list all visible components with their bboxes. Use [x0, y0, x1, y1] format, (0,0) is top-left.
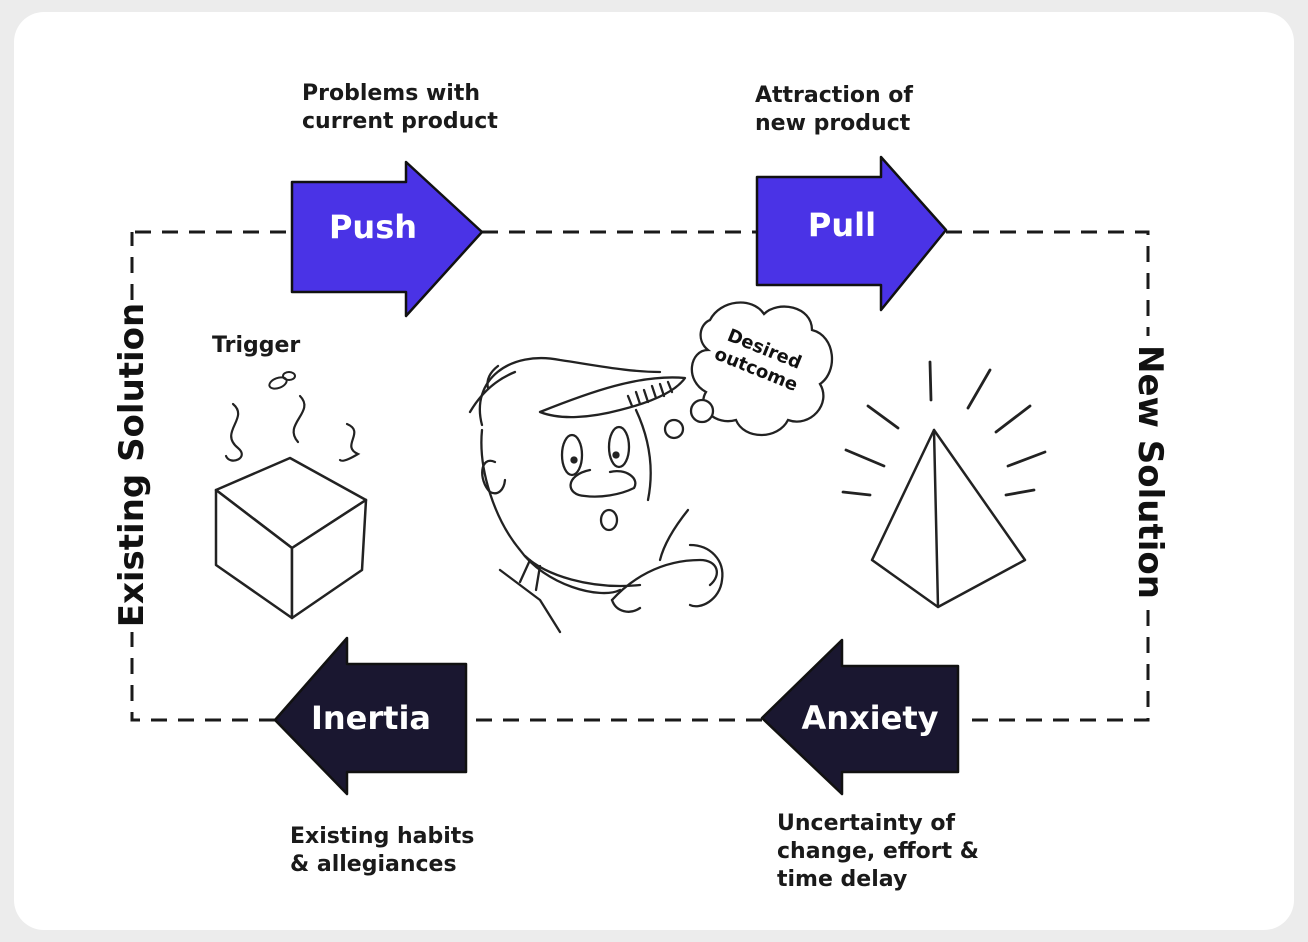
trigger-label: Trigger	[212, 333, 301, 358]
fly-icon	[268, 371, 296, 390]
anxiety-description: Uncertainty of change, effort & time del…	[777, 811, 979, 892]
anxiety-label: Anxiety	[801, 699, 939, 737]
pull-description: Attraction of new product	[755, 83, 913, 136]
smell-lines-icon	[224, 394, 361, 462]
inertia-arrow	[273, 636, 468, 796]
inertia-label: Inertia	[310, 699, 432, 737]
pyramid-icon	[870, 428, 1027, 609]
dashed-loop	[130, 230, 1150, 722]
person-icon	[468, 356, 724, 634]
anxiety-arrow	[760, 638, 960, 796]
thought-bubble-icon	[663, 301, 834, 440]
pull-label: Pull	[807, 206, 877, 244]
cube-icon	[214, 456, 368, 620]
pull-arrow	[755, 155, 948, 312]
existing-solution-label: Existing Solution	[112, 302, 152, 628]
shine-rays-icon	[841, 360, 1047, 497]
inertia-description: Existing habits & allegiances	[290, 824, 475, 877]
push-label: Push	[328, 208, 418, 246]
new-solution-label: New Solution	[1130, 345, 1170, 599]
diagram-card	[14, 12, 1294, 930]
push-description: Problems with current product	[302, 81, 498, 134]
push-arrow	[290, 160, 484, 318]
